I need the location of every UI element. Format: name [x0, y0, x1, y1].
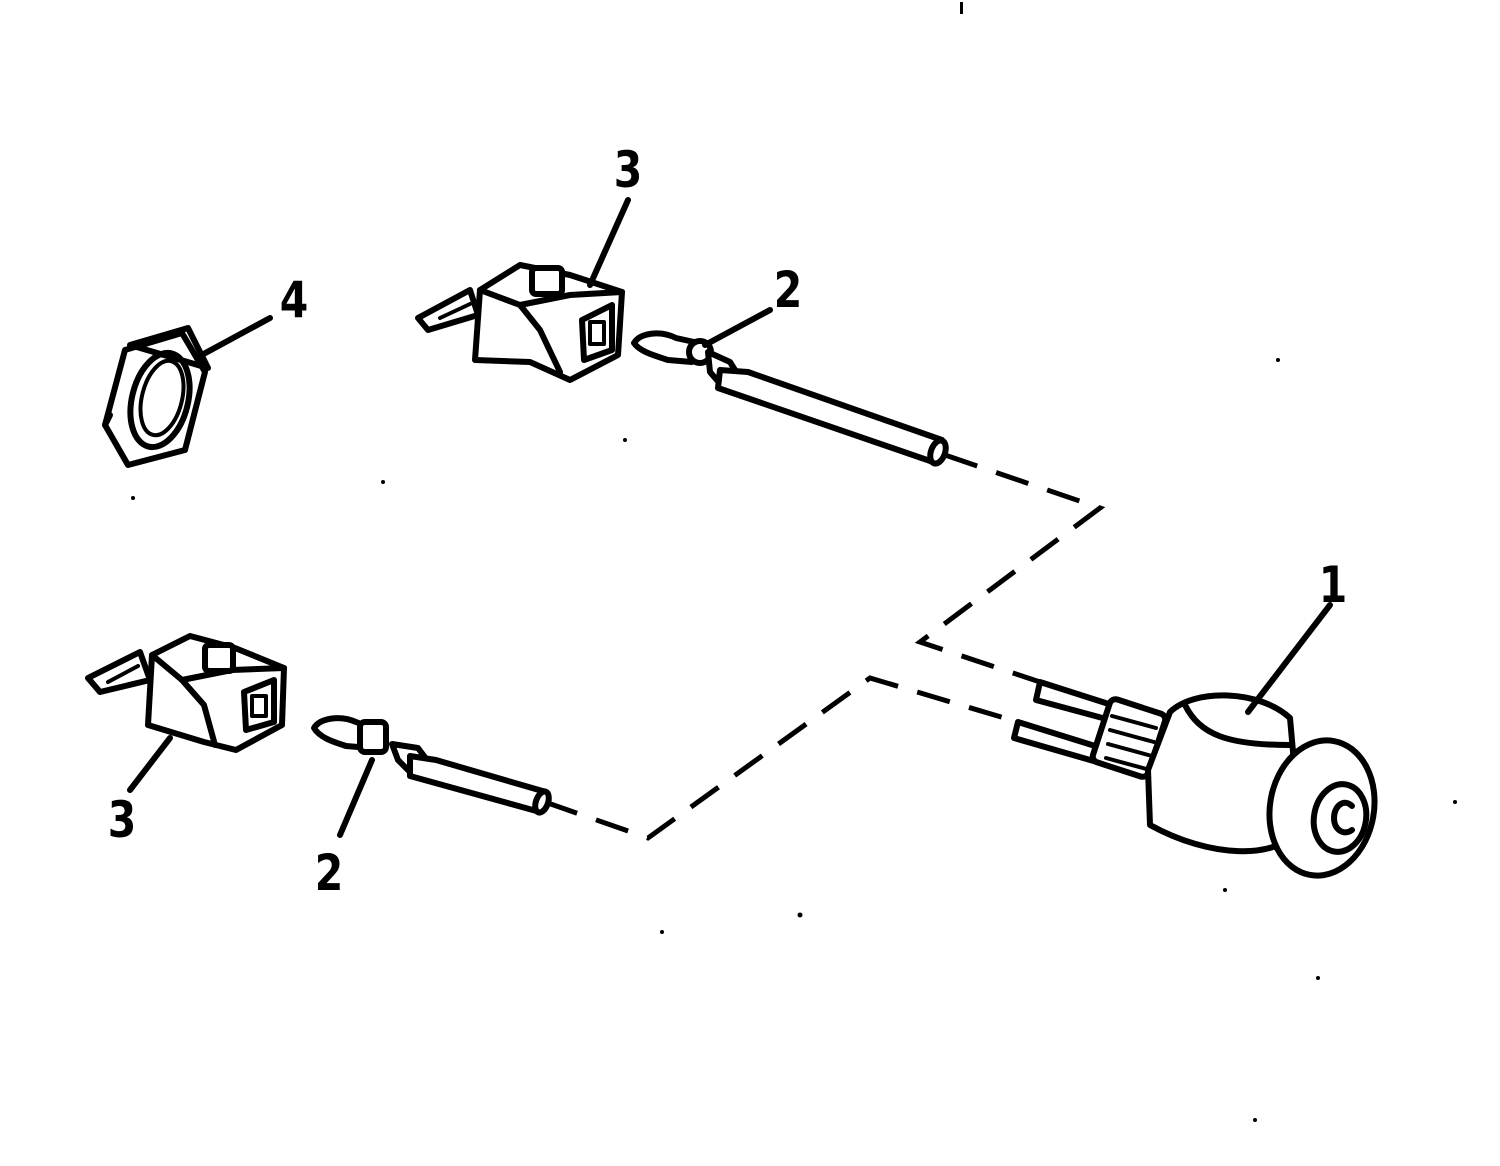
leader-line-2-upper	[702, 307, 773, 348]
terminal-lead-icon-lower	[311, 715, 552, 816]
hex-nut-icon	[102, 325, 211, 468]
upper-wire-dashed-path	[914, 452, 1106, 685]
leader-line-2-lower	[337, 757, 375, 838]
callout-4: 4	[279, 271, 309, 329]
callout-2-lower: 2	[314, 844, 344, 902]
leader-line-4	[195, 315, 273, 360]
terminal-boot-icon-upper	[415, 262, 625, 383]
callout-1: 1	[1318, 556, 1348, 614]
callout-3-upper: 3	[613, 141, 643, 199]
leader-lines	[127, 197, 1333, 838]
terminal-boot-icon-lower	[85, 633, 287, 753]
callout-3-lower: 3	[107, 791, 137, 849]
leader-line-3-upper	[587, 197, 631, 288]
wire-path-lines	[544, 452, 1106, 841]
terminal-lead-icon-upper	[631, 330, 949, 467]
print-specks	[131, 2, 1457, 1122]
switch-sender-icon	[1011, 679, 1378, 879]
leader-line-1	[1245, 602, 1333, 715]
leader-line-3-lower	[127, 735, 173, 793]
callout-2-upper: 2	[773, 261, 803, 319]
lower-wire-dashed-path	[544, 675, 1019, 841]
